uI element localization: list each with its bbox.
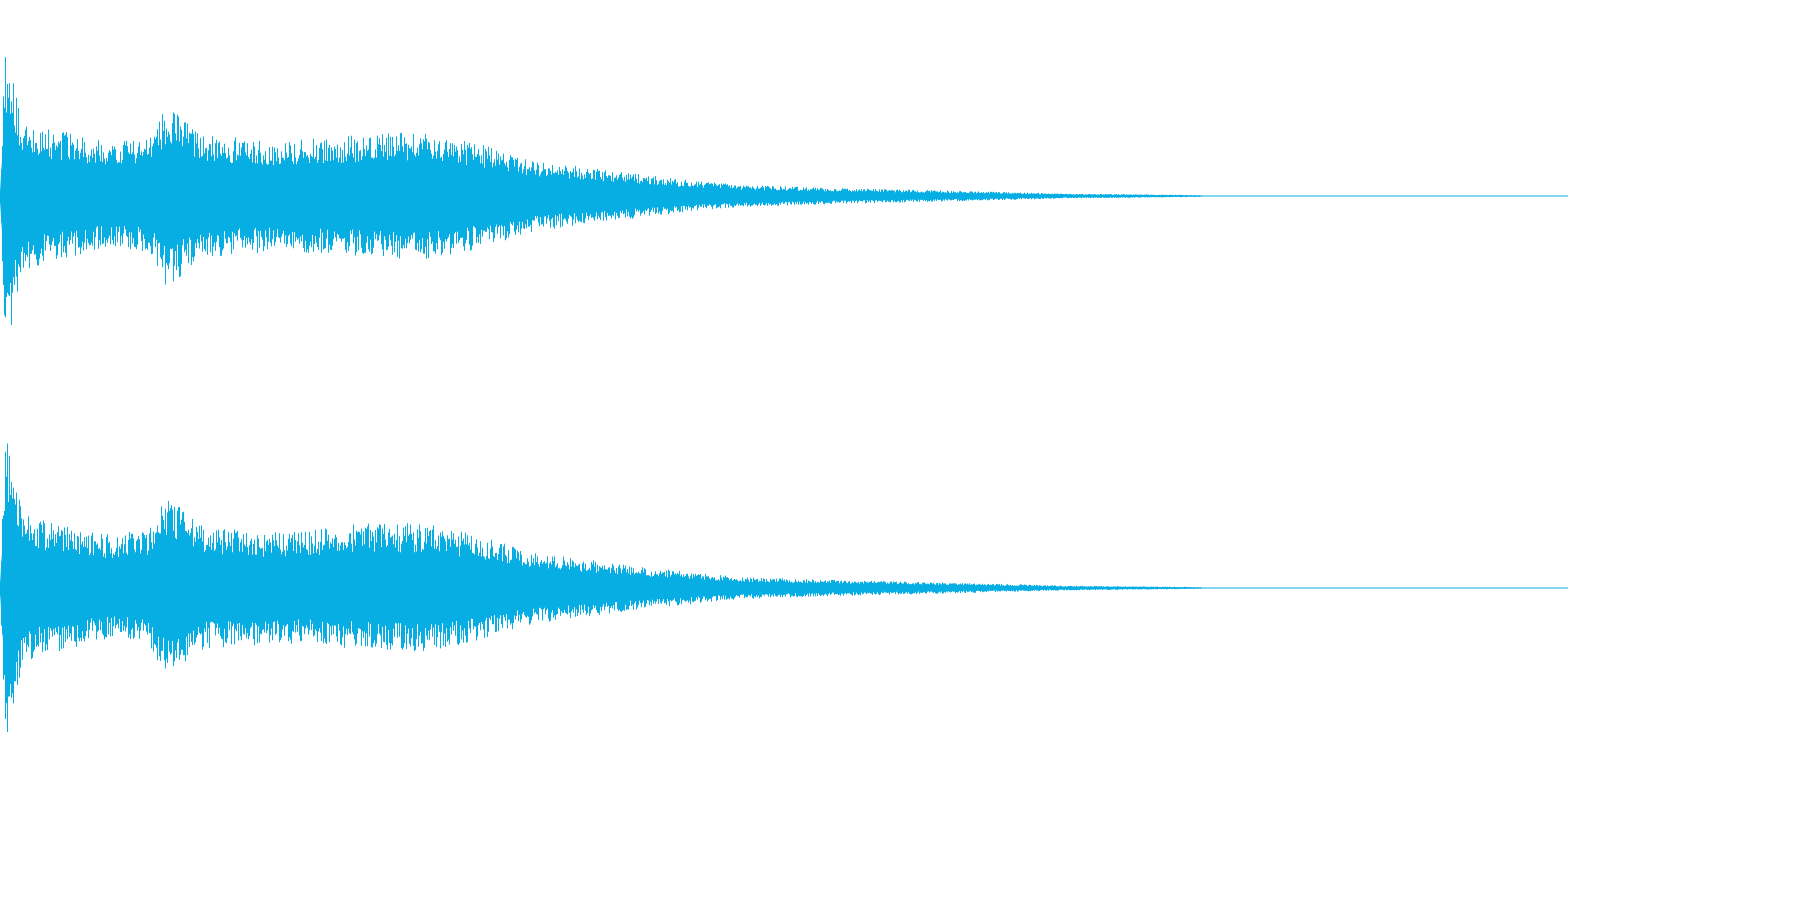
channel-left bbox=[0, 57, 1568, 326]
waveform-canvas bbox=[0, 57, 1568, 732]
channel-left-body bbox=[0, 117, 1567, 277]
channel-right bbox=[0, 443, 1568, 732]
waveform-view bbox=[0, 57, 1568, 732]
channel-right-body bbox=[0, 509, 1567, 669]
